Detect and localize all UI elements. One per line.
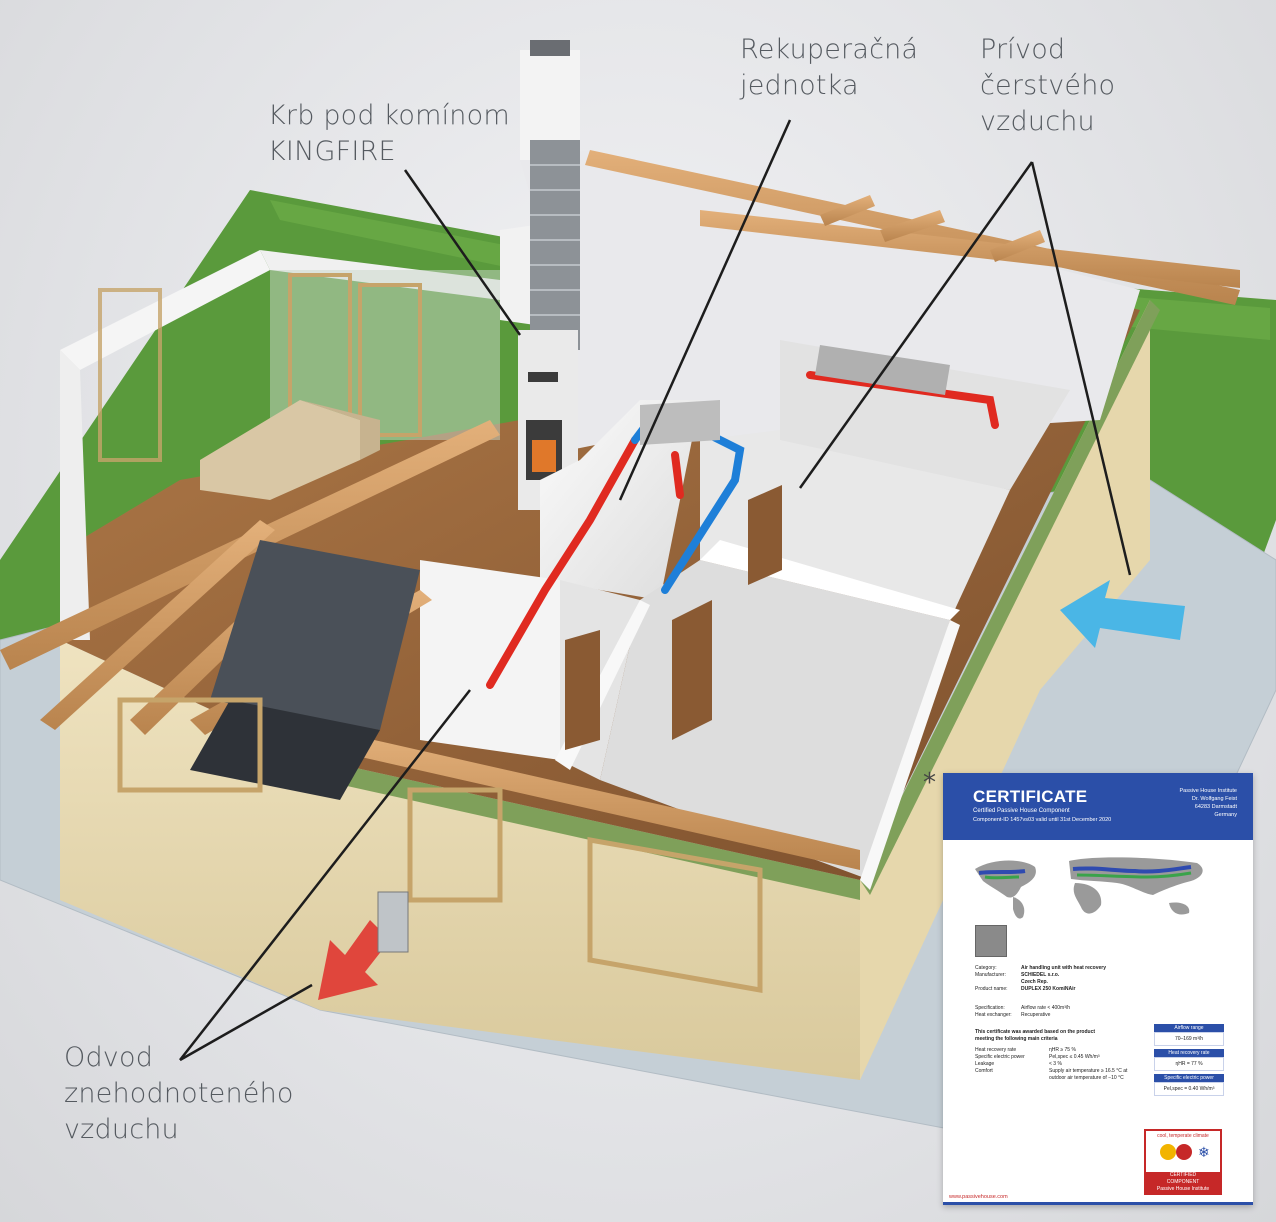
cert-product-value: DUPLEX 250 KomiNAir xyxy=(1021,986,1076,992)
certificate-institute: Passive House Institute Dr. Wolfgang Fei… xyxy=(1180,787,1237,819)
institute-line: 64283 Darmstadt xyxy=(1194,804,1237,810)
world-climate-map xyxy=(975,857,1203,919)
cert-crit-comfort-value-2: outdoor air temperature of −10 °C xyxy=(1049,1075,1124,1081)
badge-line-2: COMPONENT xyxy=(1166,1179,1200,1185)
svg-text:❄: ❄ xyxy=(1198,1145,1210,1161)
certificate-subtitle: Certified Passive House Component xyxy=(973,808,1070,814)
cert-awarded-text-2: meeting the following main criteria xyxy=(975,1036,1058,1042)
certificate-qr-code xyxy=(975,925,1007,957)
institute-line: Passive House Institute xyxy=(1179,788,1237,794)
badge-line-3: Passive House Institute xyxy=(1156,1186,1210,1192)
badge-logo-icon: ❄ xyxy=(1160,1144,1210,1161)
institute-line: Germany xyxy=(1214,812,1237,818)
cert-heat-recovery-label: Heat recovery rate xyxy=(1154,1049,1224,1057)
badge-climate-text: cool, temperate climate xyxy=(1157,1133,1209,1139)
cert-crit-power: Specific electric power Pel,spec ≤ 0.45 W… xyxy=(975,1054,1100,1060)
cert-manufacturer-value: SCHIEDEL s.r.o. xyxy=(1021,972,1060,978)
certificate-header: CERTIFICATE Certified Passive House Comp… xyxy=(943,773,1253,840)
cert-row-spec: Specification: Airflow rate < 400m³/h xyxy=(975,1005,1070,1011)
certificate-title: CERTIFICATE xyxy=(973,787,1088,806)
label-supply-line1: Prívod xyxy=(980,34,1066,65)
label-recuperation-line2: jednotka xyxy=(740,70,859,101)
cert-airflow-range-label: Airflow range xyxy=(1154,1024,1224,1032)
label-supply-line3: vzduchu xyxy=(980,106,1095,137)
cert-row-hx: Heat exchanger: Recuperative xyxy=(975,1012,1050,1018)
living-room-walls xyxy=(60,250,500,640)
cert-category-label: Category: xyxy=(975,965,997,971)
cert-crit-hr-label: Heat recovery rate xyxy=(975,1047,1017,1053)
cert-specific-power-label: Specific electric power xyxy=(1154,1074,1224,1082)
cert-crit-leak-label: Leakage xyxy=(975,1061,995,1067)
cert-product-label: Product name: xyxy=(975,986,1008,992)
chimney xyxy=(518,40,580,510)
label-exhaust-line3: vzduchu xyxy=(64,1114,179,1145)
label-exhaust-air: Odvod znehodnoteného vzduchu xyxy=(64,1040,294,1148)
cert-heat-recovery-value: ηHR = 77 % xyxy=(1154,1057,1224,1071)
asterisk-mark: * xyxy=(923,768,936,798)
outdoor-unit xyxy=(377,891,409,953)
cert-manufacturer-label: Manufacturer: xyxy=(975,972,1006,978)
cert-crit-power-label: Specific electric power xyxy=(975,1054,1025,1060)
cert-category-value: Air handling unit with heat recovery xyxy=(1021,965,1107,971)
certificate-component-id: Component-ID 1457vs03 valid until 31st D… xyxy=(973,817,1112,823)
cert-crit-hr: Heat recovery rate ηHR ≥ 75 % xyxy=(975,1047,1076,1053)
cert-crit-comfort-value-1: Supply air temperature ≥ 16.5 °C at xyxy=(1049,1068,1128,1074)
cert-hx-value: Recuperative xyxy=(1021,1012,1051,1018)
label-fireplace-line1: Krb pod komínom xyxy=(268,100,510,131)
cert-crit-comfort-2: outdoor air temperature of −10 °C xyxy=(1049,1075,1124,1081)
cert-row-country: Czech Rep. xyxy=(1021,979,1048,985)
badge-label: CERTIFIED COMPONENT Passive House Instit… xyxy=(1146,1172,1220,1193)
cert-crit-comfort: Comfort Supply air temperature ≥ 16.5 °C … xyxy=(975,1068,1127,1074)
cert-spec-label: Specification: xyxy=(975,1005,1005,1011)
label-fresh-air-supply: Prívod čerstvého vzduchu xyxy=(980,32,1115,140)
fresh-air-arrow xyxy=(1060,580,1185,648)
label-fireplace-line2: KINGFIRE xyxy=(268,136,396,167)
cert-spec-value: Airflow rate < 400m³/h xyxy=(1021,1005,1071,1011)
cert-awarded-2: meeting the following main criteria xyxy=(975,1036,1058,1042)
cert-results-panel: Airflow range 70–169 m³/h Heat recovery … xyxy=(1154,1021,1224,1096)
exhaust-air-arrow xyxy=(318,920,390,1000)
certificate-url: www.passivehouse.com xyxy=(949,1194,1008,1200)
cert-airflow-range-value: 70–169 m³/h xyxy=(1154,1032,1224,1046)
label-recuperation-unit: Rekuperačná jednotka xyxy=(740,32,918,104)
cert-row-manufacturer: Manufacturer: SCHIEDEL s.r.o. xyxy=(975,972,1059,978)
cert-specific-power-value: Pel,spec = 0.40 Wh/m³ xyxy=(1154,1082,1224,1096)
passive-house-certificate: CERTIFICATE Certified Passive House Comp… xyxy=(943,773,1253,1205)
front-windows xyxy=(117,697,763,993)
roof-tiles xyxy=(190,540,420,800)
cert-crit-leak: Leakage < 3 % xyxy=(975,1061,1062,1067)
leader-lines xyxy=(179,119,1132,1062)
certified-component-badge: cool, temperate climate ❄ CERTIFIED COMP… xyxy=(1144,1129,1222,1195)
cert-awarded-text-1: This certificate was awarded based on th… xyxy=(975,1029,1096,1035)
institute-line: Dr. Wolfgang Feist xyxy=(1191,796,1237,802)
cert-crit-comfort-label: Comfort xyxy=(975,1068,993,1074)
certificate-footer-bar xyxy=(943,1202,1253,1205)
label-fireplace: Krb pod komínom KINGFIRE xyxy=(268,98,510,170)
label-exhaust-line1: Odvod xyxy=(64,1042,154,1073)
cert-hx-label: Heat exchanger: xyxy=(975,1012,1012,1018)
label-exhaust-line2: znehodnoteného xyxy=(64,1078,294,1109)
cert-row-product: Product name: DUPLEX 250 KomiNAir xyxy=(975,986,1075,992)
cert-country-value: Czech Rep. xyxy=(1021,979,1048,985)
cert-row-category: Category: Air handling unit with heat rec… xyxy=(975,965,1106,971)
badge-line-1: CERTIFIED xyxy=(1169,1172,1197,1178)
cert-awarded-1: This certificate was awarded based on th… xyxy=(975,1029,1095,1035)
label-recuperation-line1: Rekuperačná xyxy=(740,34,919,65)
cert-crit-power-value: Pel,spec ≤ 0.45 Wh/m³ xyxy=(1049,1054,1100,1060)
cert-crit-leak-value: < 3 % xyxy=(1049,1061,1062,1067)
cert-crit-hr-value: ηHR ≥ 75 % xyxy=(1049,1047,1076,1053)
label-supply-line2: čerstvého xyxy=(980,70,1116,101)
